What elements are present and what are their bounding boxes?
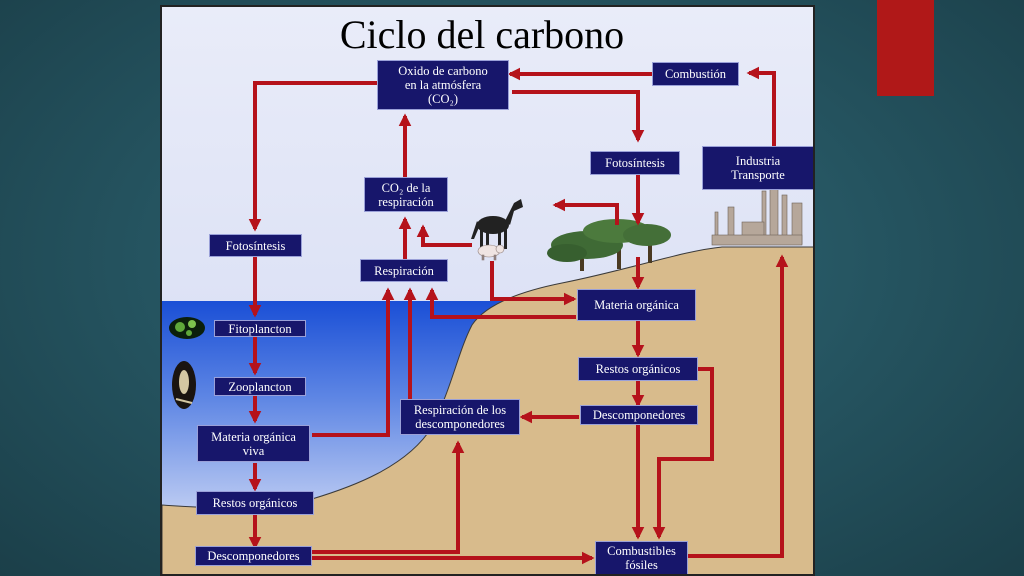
arrow-industria-to-combustion <box>746 66 776 146</box>
factory-illustration <box>711 186 803 246</box>
box-combustion: Combustión <box>652 62 739 86</box>
cycle-arrows <box>248 66 789 565</box>
arrow-oxido-to-fotosintesis-mar <box>248 81 378 232</box>
arrow-materia-to-respiracion <box>425 287 576 319</box>
box-fitoplancton: Fitoplancton <box>214 320 306 337</box>
box-respiracion-descomponedores: Respiración de los descomponedores <box>400 399 520 435</box>
diagram-title: Ciclo del carbono <box>339 12 625 57</box>
box-industria-transporte: Industria Transporte <box>702 146 813 190</box>
phytoplankton-illustration <box>169 317 205 339</box>
box-respiracion: Respiración <box>360 259 448 282</box>
box-combustibles-fosiles: Combustibles fósiles <box>595 541 688 574</box>
box-co2-respiracion: CO₂ de la respiración <box>364 177 448 212</box>
trees-illustration <box>547 219 671 271</box>
box-oxido-carbono-atmosfera: Oxido de carbono en la atmósfera (CO₂) <box>377 60 509 110</box>
accent-tab <box>877 0 934 96</box>
pig-illustration <box>477 244 505 261</box>
zooplankton-illustration <box>172 361 196 409</box>
box-zooplancton: Zooplancton <box>214 377 306 396</box>
arrow-oxido-to-fotosintesis-tierra <box>512 90 645 143</box>
arrow-materia-viva-to-respiracion <box>312 287 395 437</box>
box-restos-organicos-tierra: Restos orgánicos <box>578 357 698 381</box>
box-restos-organicos-mar: Restos orgánicos <box>196 491 314 515</box>
arrow-combustibles-to-industria <box>688 254 789 558</box>
box-fotosintesis-tierra: Fotosíntesis <box>590 151 680 175</box>
arrow-animals-to-respiracion <box>416 224 472 247</box>
box-materia-organica-viva: Materia orgánica viva <box>197 425 310 462</box>
box-descomponedores-tierra: Descomponedores <box>580 405 698 425</box>
carbon-cycle-diagram: Ciclo del carbono Oxido de carbono en la… <box>160 5 815 576</box>
box-descomponedores-mar: Descomponedores <box>195 546 312 566</box>
horse-illustration <box>471 199 523 251</box>
box-materia-organica: Materia orgánica <box>577 289 696 321</box>
box-fotosintesis-mar: Fotosíntesis <box>209 234 302 257</box>
arrow-restos-to-combustibles <box>652 367 714 540</box>
arrow-animals-to-materia <box>490 261 577 306</box>
arrow-desc-mar-to-desc-resp <box>312 440 465 554</box>
arrow-trees-to-atmosphere <box>552 198 619 225</box>
